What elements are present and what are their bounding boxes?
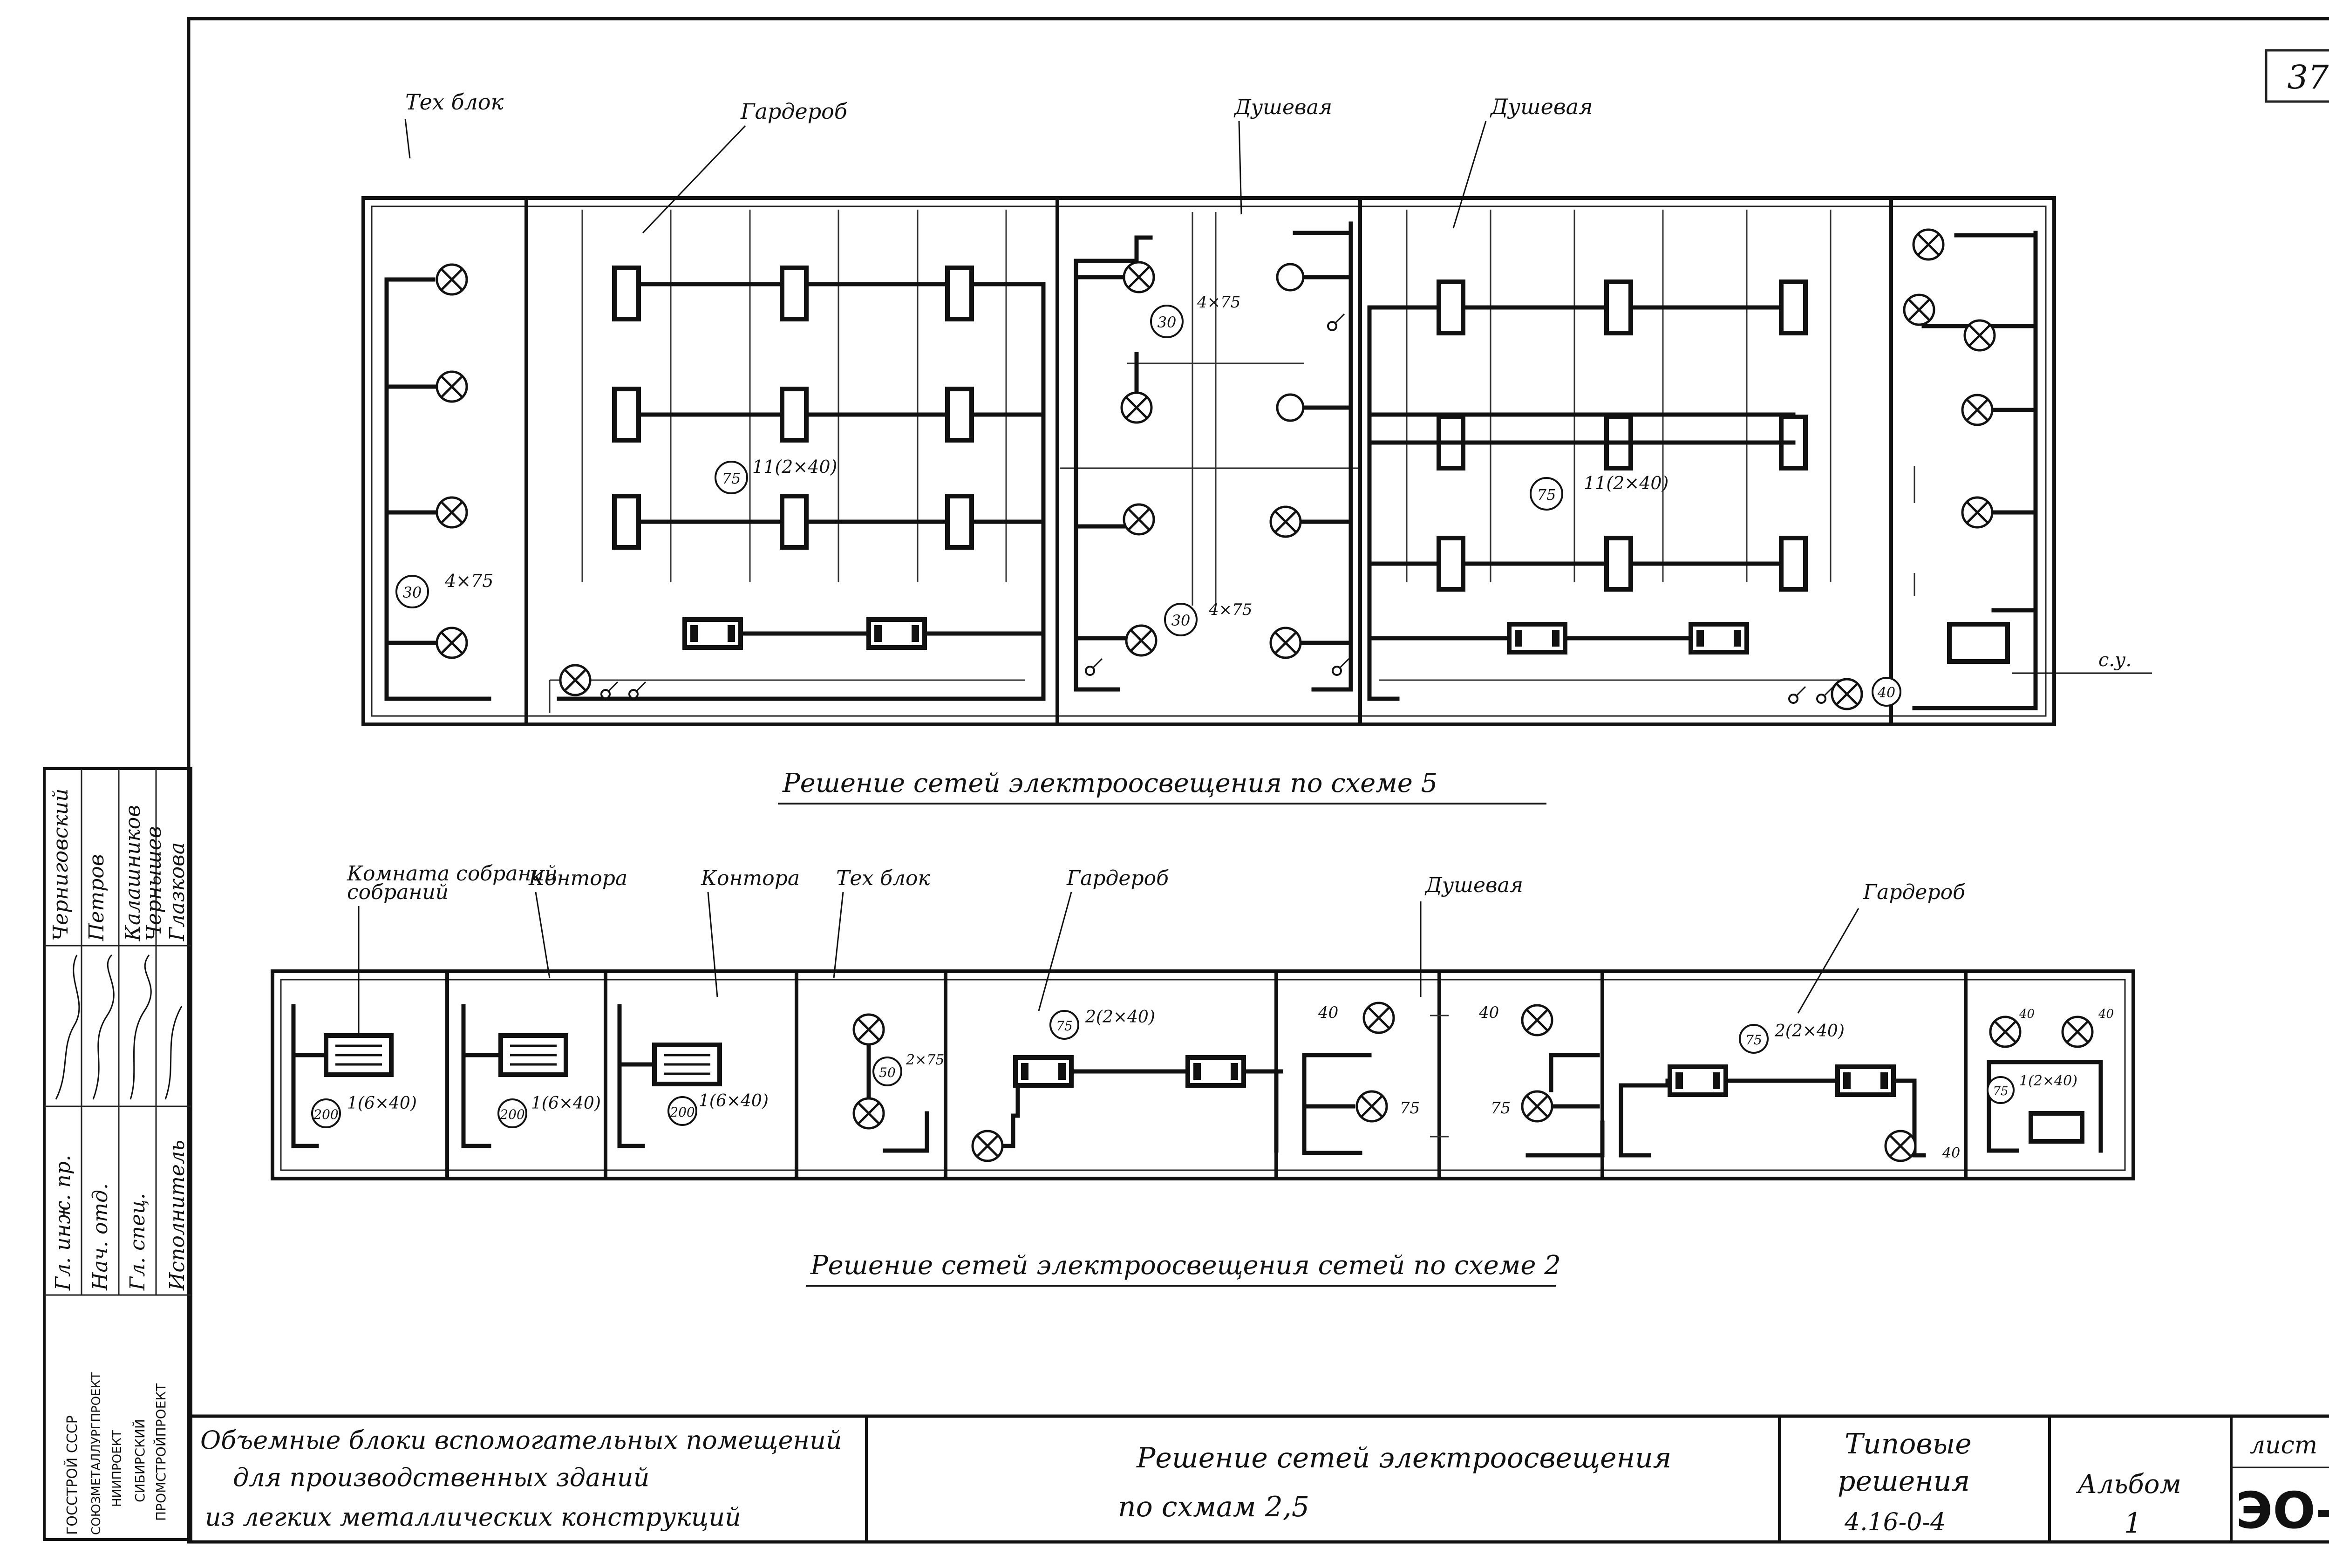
bottom-shower-power-b: 40: [1478, 1003, 1499, 1022]
room-label-shower-1: Душевая: [1233, 95, 1332, 119]
side-stamp: Черниговский Петров Калашников Чернышев …: [43, 767, 192, 1541]
plan-bottom: Комната собраний собраний Контора Контор…: [271, 862, 2135, 1180]
top-wardrobe-power: 75: [722, 470, 741, 487]
signature-2: [92, 954, 115, 1100]
stamp-name-2: Петров: [85, 854, 109, 941]
page-number: 37: [2287, 58, 2329, 96]
plan-top: Тех блок Гардероб Душевая Душевая 30 4×7…: [361, 89, 2152, 726]
bottom-office1-spec: 1(6×40): [531, 1094, 601, 1113]
stamp-name-1: Черниговский: [49, 789, 73, 941]
room-label-wardrobe-2: Гардероб: [1066, 866, 1169, 890]
top-left-power: 30: [403, 584, 422, 601]
bottom-wardrobe2-power: 75: [1745, 1032, 1762, 1048]
project-line-1: Объемные блоки вспомогательных помещений: [200, 1425, 842, 1455]
top-wardrobe-spec: 11(2×40): [752, 457, 837, 477]
series-line-1: Типовые: [1845, 1428, 1972, 1460]
room-label-shower-2: Душевая: [1490, 94, 1593, 119]
bottom-wardrobe2-power-40: 40: [1942, 1145, 1960, 1161]
bottom-wardrobe1-power: 75: [1056, 1018, 1073, 1034]
sheet-value: ЭО-1: [2236, 1482, 2329, 1540]
stamp-role-2: Нач. отд.: [89, 1183, 112, 1291]
title-block: Объемные блоки вспомогательных помещений…: [189, 1414, 2329, 1542]
top-shower-power-1: 30: [1158, 314, 1177, 331]
caption-scheme-2: Решение сетей электроосвещения сетей по …: [810, 1250, 1561, 1281]
page-number-box: [2265, 49, 2329, 103]
stamp-name-5: Глазкова: [165, 842, 189, 941]
top-left-spec: 4×75: [444, 571, 493, 591]
bottom-office2-power: 200: [669, 1104, 695, 1120]
stamp-org-4: СИБИРСКИЙ: [132, 1419, 148, 1502]
room-label-office-1: Контора: [528, 866, 627, 890]
album-label: Альбом: [2076, 1469, 2181, 1500]
top-right-wardrobe-power: 75: [1537, 486, 1556, 504]
series-line-3: 4.16-0-4: [1844, 1508, 1946, 1536]
end-power-a: 40: [2019, 1007, 2035, 1021]
stamp-org-1: ГОССТРОЙ СССР: [64, 1415, 81, 1535]
stamp-role-4: Исполнитель: [165, 1140, 189, 1291]
bottom-end-power: 75: [1993, 1084, 2008, 1098]
signature-3: [129, 954, 152, 1100]
plan-top-outline: [361, 196, 2056, 726]
bottom-wardrobe1-spec: 2(2×40): [1085, 1008, 1155, 1027]
room-label-tech: Тех блок: [405, 89, 504, 115]
bottom-office2-spec: 1(6×40): [699, 1091, 769, 1111]
panel-label: с.у.: [2098, 649, 2132, 671]
plan-top-inner: [371, 205, 2047, 717]
caption-scheme-5: Решение сетей электроосвещения по схеме …: [782, 768, 1437, 798]
room-label-meeting: Комната собраний: [347, 862, 558, 886]
bottom-meeting-spec: 1(6×40): [347, 1094, 417, 1113]
bottom-wardrobe2-spec: 2(2×40): [1774, 1022, 1845, 1041]
bottom-shower-power-a: 40: [1318, 1003, 1338, 1022]
stamp-name-4: Чернышев: [142, 826, 166, 941]
stamp-role-1: Гл. инж. пр.: [51, 1155, 75, 1291]
bottom-tech-power: 50: [879, 1065, 896, 1080]
project-line-2: для производственных зданий: [233, 1463, 649, 1492]
series-line-2: решения: [1838, 1465, 1970, 1498]
bottom-shower-power-d: 75: [1491, 1099, 1511, 1118]
room-label-office-2: Контора: [701, 866, 800, 890]
stamp-name-3: Калашников: [121, 805, 145, 941]
bottom-tech-spec: 2×75: [906, 1052, 944, 1068]
sheet-frame: [187, 17, 2329, 1544]
bottom-end-spec: 1(2×40): [2019, 1073, 2077, 1089]
room-label-shower-3: Душевая: [1424, 873, 1523, 897]
sheet-label: лист: [2250, 1432, 2317, 1459]
end-power-b: 40: [2098, 1007, 2114, 1021]
project-line-3: из легких металлических конструкций: [205, 1502, 741, 1532]
bottom-shower-power-c: 75: [1400, 1099, 1420, 1118]
top-right-power: 40: [1877, 685, 1895, 701]
top-right-wardrobe-spec: 11(2×40): [1584, 473, 1668, 493]
stamp-org-3: НИИПРОЕКТ: [110, 1430, 124, 1507]
drawing-title-2: по схмам 2,5: [1118, 1491, 1309, 1523]
stamp-org-5: ПРОМСТРОЙПРОЕКТ: [153, 1383, 169, 1521]
top-shower-spec-1: 4×75: [1197, 293, 1240, 312]
plan-bottom-outline: [271, 969, 2135, 1180]
room-label-wardrobe-3: Гардероб: [1863, 880, 1965, 904]
room-label-wardrobe: Гардероб: [740, 99, 848, 124]
bottom-office1-power: 200: [499, 1107, 524, 1122]
signature-1: [55, 954, 80, 1100]
album-number: 1: [2124, 1507, 2142, 1540]
signature-4: [164, 1006, 183, 1100]
plan-bottom-inner: [280, 979, 2126, 1171]
room-label-meeting-2: собраний: [347, 880, 449, 904]
room-label-tech-2: Тех блок: [836, 866, 931, 890]
top-shower-spec-2: 4×75: [1208, 600, 1252, 619]
top-shower-power-2: 30: [1171, 612, 1191, 629]
drawing-title-1: Решение сетей электроосвещения: [1136, 1442, 1671, 1474]
stamp-org-2: СОЮЗМЕТАЛЛУРГПРОЕКТ: [89, 1372, 103, 1535]
stamp-role-3: Гл. спец.: [126, 1193, 150, 1291]
bottom-meeting-power: 200: [313, 1107, 338, 1122]
